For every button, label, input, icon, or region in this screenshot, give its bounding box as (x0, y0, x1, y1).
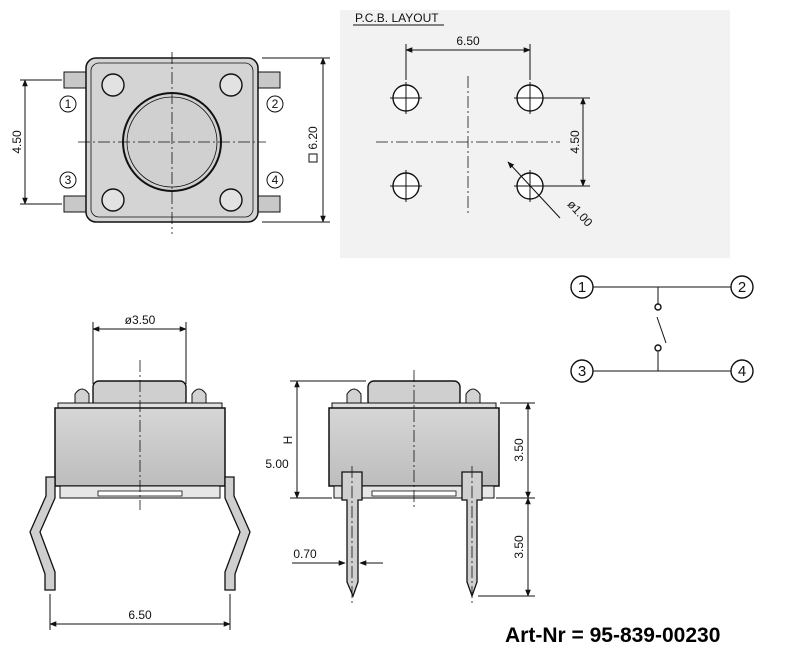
svg-text:4: 4 (738, 363, 746, 380)
svg-text:3: 3 (65, 173, 72, 187)
svg-text:1: 1 (578, 279, 586, 296)
corner-hole (101, 188, 125, 212)
dim-front-pitch: 6.50 (128, 608, 152, 622)
side-view: H 5.00 3.50 3.50 0.70 (265, 370, 535, 604)
top-pin-2: 2 (266, 95, 284, 113)
switch-schematic: 1 2 3 4 (570, 275, 754, 383)
dim-pcb-horizontal: 6.50 (456, 34, 480, 48)
schematic-pin-1: 1 (570, 275, 594, 299)
svg-text:2: 2 (272, 97, 279, 111)
pin-tab-1 (63, 71, 89, 89)
front-view: ø3.50 6.50 (29, 313, 251, 630)
lead-left (29, 476, 56, 591)
square-symbol (308, 153, 318, 163)
top-pin-4: 4 (266, 171, 284, 189)
schematic-pin-3: 3 (570, 359, 594, 383)
pin-tab-3 (63, 195, 89, 213)
corner-hole (101, 73, 125, 97)
dim-top-pitch: 4.50 (10, 130, 24, 154)
corner-hole (219, 73, 243, 97)
top-pin-3: 3 (59, 171, 77, 189)
top-view: 4.50 6.20 1 2 3 4 (10, 52, 330, 234)
svg-text:2: 2 (738, 279, 746, 296)
svg-text:1: 1 (65, 97, 72, 111)
dim-side-pin: 0.70 (293, 547, 317, 561)
schematic-pin-2: 2 (730, 275, 754, 299)
schematic-pin-4: 4 (730, 359, 754, 383)
svg-text:3: 3 (578, 363, 586, 380)
top-pin-1: 1 (59, 95, 77, 113)
pin-tab-4 (255, 195, 281, 213)
pcb-layout: P.C.B. LAYOUT 6.50 4.50 ø1.00 (340, 10, 730, 258)
dim-side-h-value: 5.00 (265, 457, 289, 471)
pin-tab-2 (255, 71, 281, 89)
dim-side-h-label: H (281, 436, 295, 445)
dim-top-width: 6.20 (306, 126, 320, 150)
pcb-layout-title: P.C.B. LAYOUT (355, 11, 439, 25)
article-number: Art-Nr = 95-839-00230 (505, 624, 720, 647)
dim-side-body: 3.50 (512, 438, 526, 462)
lead-right (224, 476, 251, 591)
corner-hole (219, 188, 243, 212)
dim-front-cap: ø3.50 (125, 313, 156, 327)
svg-text:4: 4 (272, 173, 279, 187)
dim-side-lead: 3.50 (512, 535, 526, 559)
dim-pcb-vertical: 4.50 (568, 130, 582, 154)
